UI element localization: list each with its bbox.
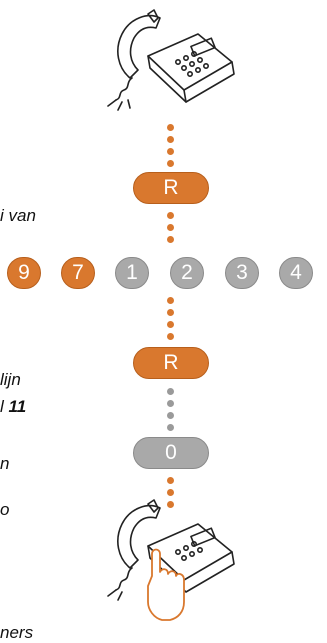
connector-dot <box>167 321 174 328</box>
connector-dot <box>167 400 174 407</box>
connector-dot <box>167 477 174 484</box>
digit-key-2: 2 <box>170 257 204 289</box>
phone-handset-lifted-icon <box>107 9 235 111</box>
connector-dot <box>167 136 174 143</box>
connector-dot <box>167 333 174 340</box>
connector-dot <box>167 148 174 155</box>
connector-dot <box>167 388 174 395</box>
connector-dot <box>167 160 174 167</box>
digit-key-1: 1 <box>115 257 149 289</box>
text-fragment-1: i van <box>0 206 36 225</box>
text-fragment-5: o <box>0 500 10 519</box>
connector-dot <box>167 236 174 243</box>
connector-dot <box>167 309 174 316</box>
text-fragment-4: n <box>0 454 10 473</box>
text-fragment-3: l 11 <box>0 397 27 416</box>
recall-key-2: R <box>133 347 209 379</box>
connector-dot <box>167 501 174 508</box>
connector-dot <box>167 412 174 419</box>
zero-key: 0 <box>133 437 209 469</box>
connector-dot <box>167 224 174 231</box>
digit-key-4: 4 <box>279 257 313 289</box>
digit-key-7: 7 <box>61 257 95 289</box>
text-fragment-6: ners <box>0 623 34 642</box>
recall-key-1: R <box>133 172 209 204</box>
connector-dot <box>167 424 174 431</box>
connector-dot <box>167 297 174 304</box>
text-fragment-2: lijn <box>0 370 21 389</box>
connector-dot <box>167 124 174 131</box>
phone-finger-press-icon <box>107 499 235 621</box>
digit-key-9: 9 <box>7 257 41 289</box>
connector-dot <box>167 489 174 496</box>
digit-key-3: 3 <box>225 257 259 289</box>
connector-dot <box>167 212 174 219</box>
